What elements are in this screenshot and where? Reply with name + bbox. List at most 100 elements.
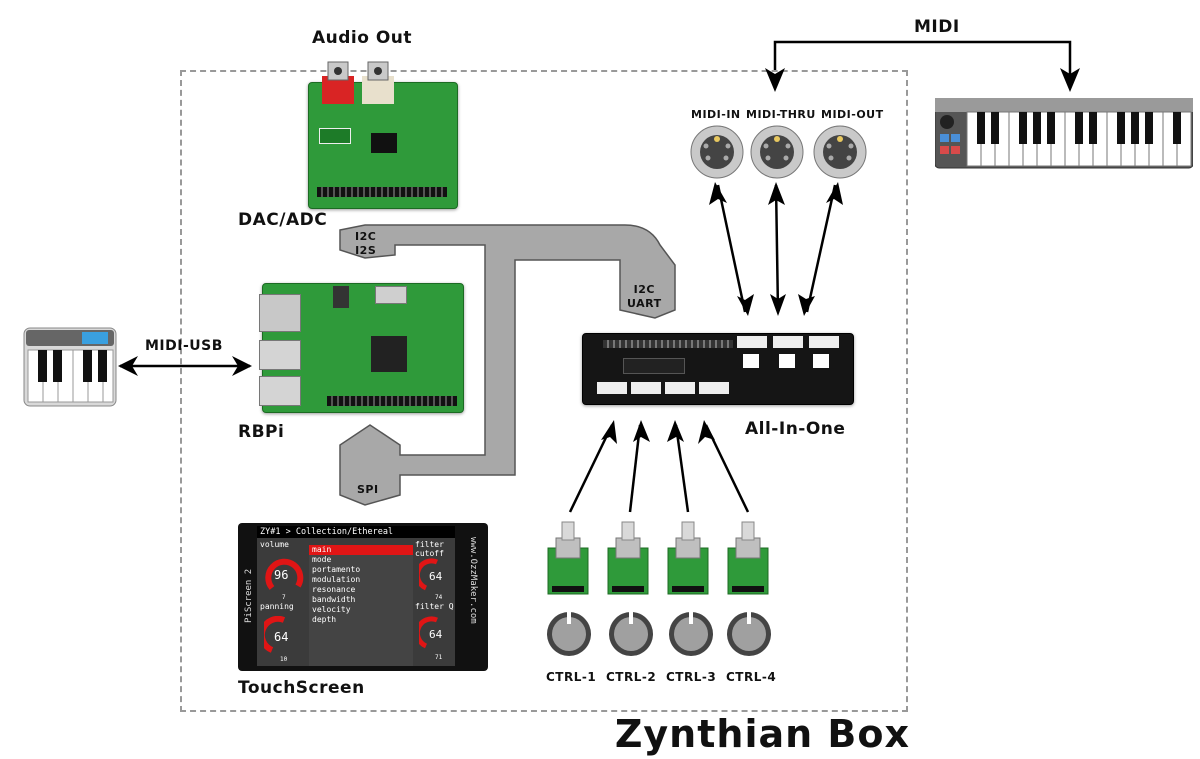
gauge-icon (265, 558, 304, 590)
usb-port (259, 376, 301, 406)
param-value: 96 (274, 568, 289, 582)
zynthian-box-border (180, 70, 908, 712)
midi-out-label: MIDI-OUT (821, 108, 884, 121)
arrowhead (1060, 68, 1080, 92)
rbpi-label: RBPi (238, 422, 285, 442)
encoders (547, 521, 769, 595)
gauge-icon (264, 616, 286, 653)
touchscreen-device: PiScreen 2 www.OzzMaker.com ZY#1 > Colle… (238, 523, 488, 671)
midi-thru-arrow (774, 184, 780, 313)
knobs (547, 612, 771, 656)
ctrl-2-label: CTRL-2 (606, 670, 657, 684)
all-in-one-board (582, 333, 854, 405)
arrowhead (770, 294, 786, 316)
param-value: 64 (274, 630, 289, 644)
param-name: filter Q (415, 602, 454, 611)
encoder-3 (667, 521, 709, 595)
logo (319, 128, 351, 144)
gauge-icon (419, 616, 438, 649)
arrowhead (765, 68, 785, 92)
touchscreen-display[interactable]: ZY#1 > Collection/Ethereal volume 96 7 p… (257, 526, 455, 666)
audio-jack (333, 286, 349, 308)
right-params: filter cutoff 64 74 filter Q 64 71 (415, 540, 455, 664)
connector (631, 382, 661, 394)
arrowhead (768, 182, 785, 205)
menu-item[interactable]: bandwidth (312, 595, 356, 604)
midi-usb-label: MIDI-USB (145, 338, 223, 354)
optocoupler (743, 354, 759, 368)
midi-keyboard (935, 98, 1193, 169)
usb-keyboard-icon (23, 327, 117, 407)
spi-label: SPI (357, 483, 379, 496)
screen-side-right: www.OzzMaker.com (468, 537, 478, 624)
rbpi-board (259, 283, 464, 413)
menu-item[interactable]: depth (312, 615, 337, 624)
connector (665, 382, 695, 394)
param-cc: 7 (282, 594, 286, 601)
arrowhead (709, 182, 727, 205)
dac-adc-label: DAC/ADC (238, 210, 328, 230)
param-value: 64 (429, 628, 443, 641)
gpio-header (603, 340, 733, 348)
ethernet-port (259, 294, 301, 332)
midi-thru-label: MIDI-THRU (746, 108, 816, 121)
connector (809, 336, 839, 348)
param-cc: 74 (435, 594, 443, 601)
midi-connect-line (773, 40, 1072, 80)
arrowhead (667, 420, 684, 442)
menu-item[interactable]: modulation (312, 575, 361, 584)
midi-thru-connector (750, 125, 804, 179)
param-name: panning (260, 602, 294, 611)
optocoupler (813, 354, 829, 368)
gpio-header (317, 187, 447, 197)
midi-out-connector (813, 125, 867, 179)
midi-din-connectors (690, 125, 867, 179)
encoder-2 (607, 521, 649, 595)
ctrl2-arrow (628, 424, 642, 513)
ctrl-1-label: CTRL-1 (546, 670, 597, 684)
knob-3 (669, 612, 713, 656)
menu-item[interactable]: portamento (312, 565, 361, 574)
usb-port (259, 340, 301, 370)
menu-item[interactable]: mode (312, 555, 332, 564)
all-in-one-label: All-In-One (745, 419, 846, 439)
param-name: filter cutoff (415, 540, 444, 558)
connector (773, 336, 803, 348)
midi-label: MIDI (914, 17, 960, 37)
menu-item[interactable]: resonance (312, 585, 356, 594)
param-panning[interactable]: panning 64 10 (260, 602, 308, 664)
midi-in-connector (690, 125, 744, 179)
param-cc: 10 (280, 656, 288, 663)
touchscreen-label: TouchScreen (238, 678, 365, 698)
menu-item[interactable]: main (309, 545, 413, 555)
hdmi-port (375, 286, 407, 304)
encoder-1 (547, 521, 589, 595)
param-name: volume (260, 540, 289, 549)
ctrl1-arrow (568, 424, 614, 513)
audio-out-label: Audio Out (312, 28, 413, 48)
arrowhead (232, 356, 252, 376)
chip (623, 358, 685, 374)
gauge-icon (419, 558, 438, 591)
arrowhead (826, 182, 843, 205)
arrowhead (633, 420, 650, 442)
knob-1 (547, 612, 591, 656)
arrowhead (698, 420, 715, 444)
midi-in-arrow (716, 184, 747, 313)
soc-chip (371, 336, 407, 372)
ctrl4-arrow (704, 424, 750, 513)
connector (737, 336, 767, 348)
connector (597, 382, 627, 394)
rca-connectors (322, 61, 394, 104)
param-volume[interactable]: volume 96 7 (260, 540, 308, 602)
gpio-header (327, 396, 457, 406)
param-cc: 71 (435, 654, 443, 661)
param-filter-cutoff[interactable]: filter cutoff 64 74 (415, 540, 455, 602)
param-filter-q[interactable]: filter Q 64 71 (415, 602, 455, 664)
encoder-4 (727, 521, 769, 595)
optocoupler (779, 354, 795, 368)
menu-item[interactable]: velocity (312, 605, 351, 614)
